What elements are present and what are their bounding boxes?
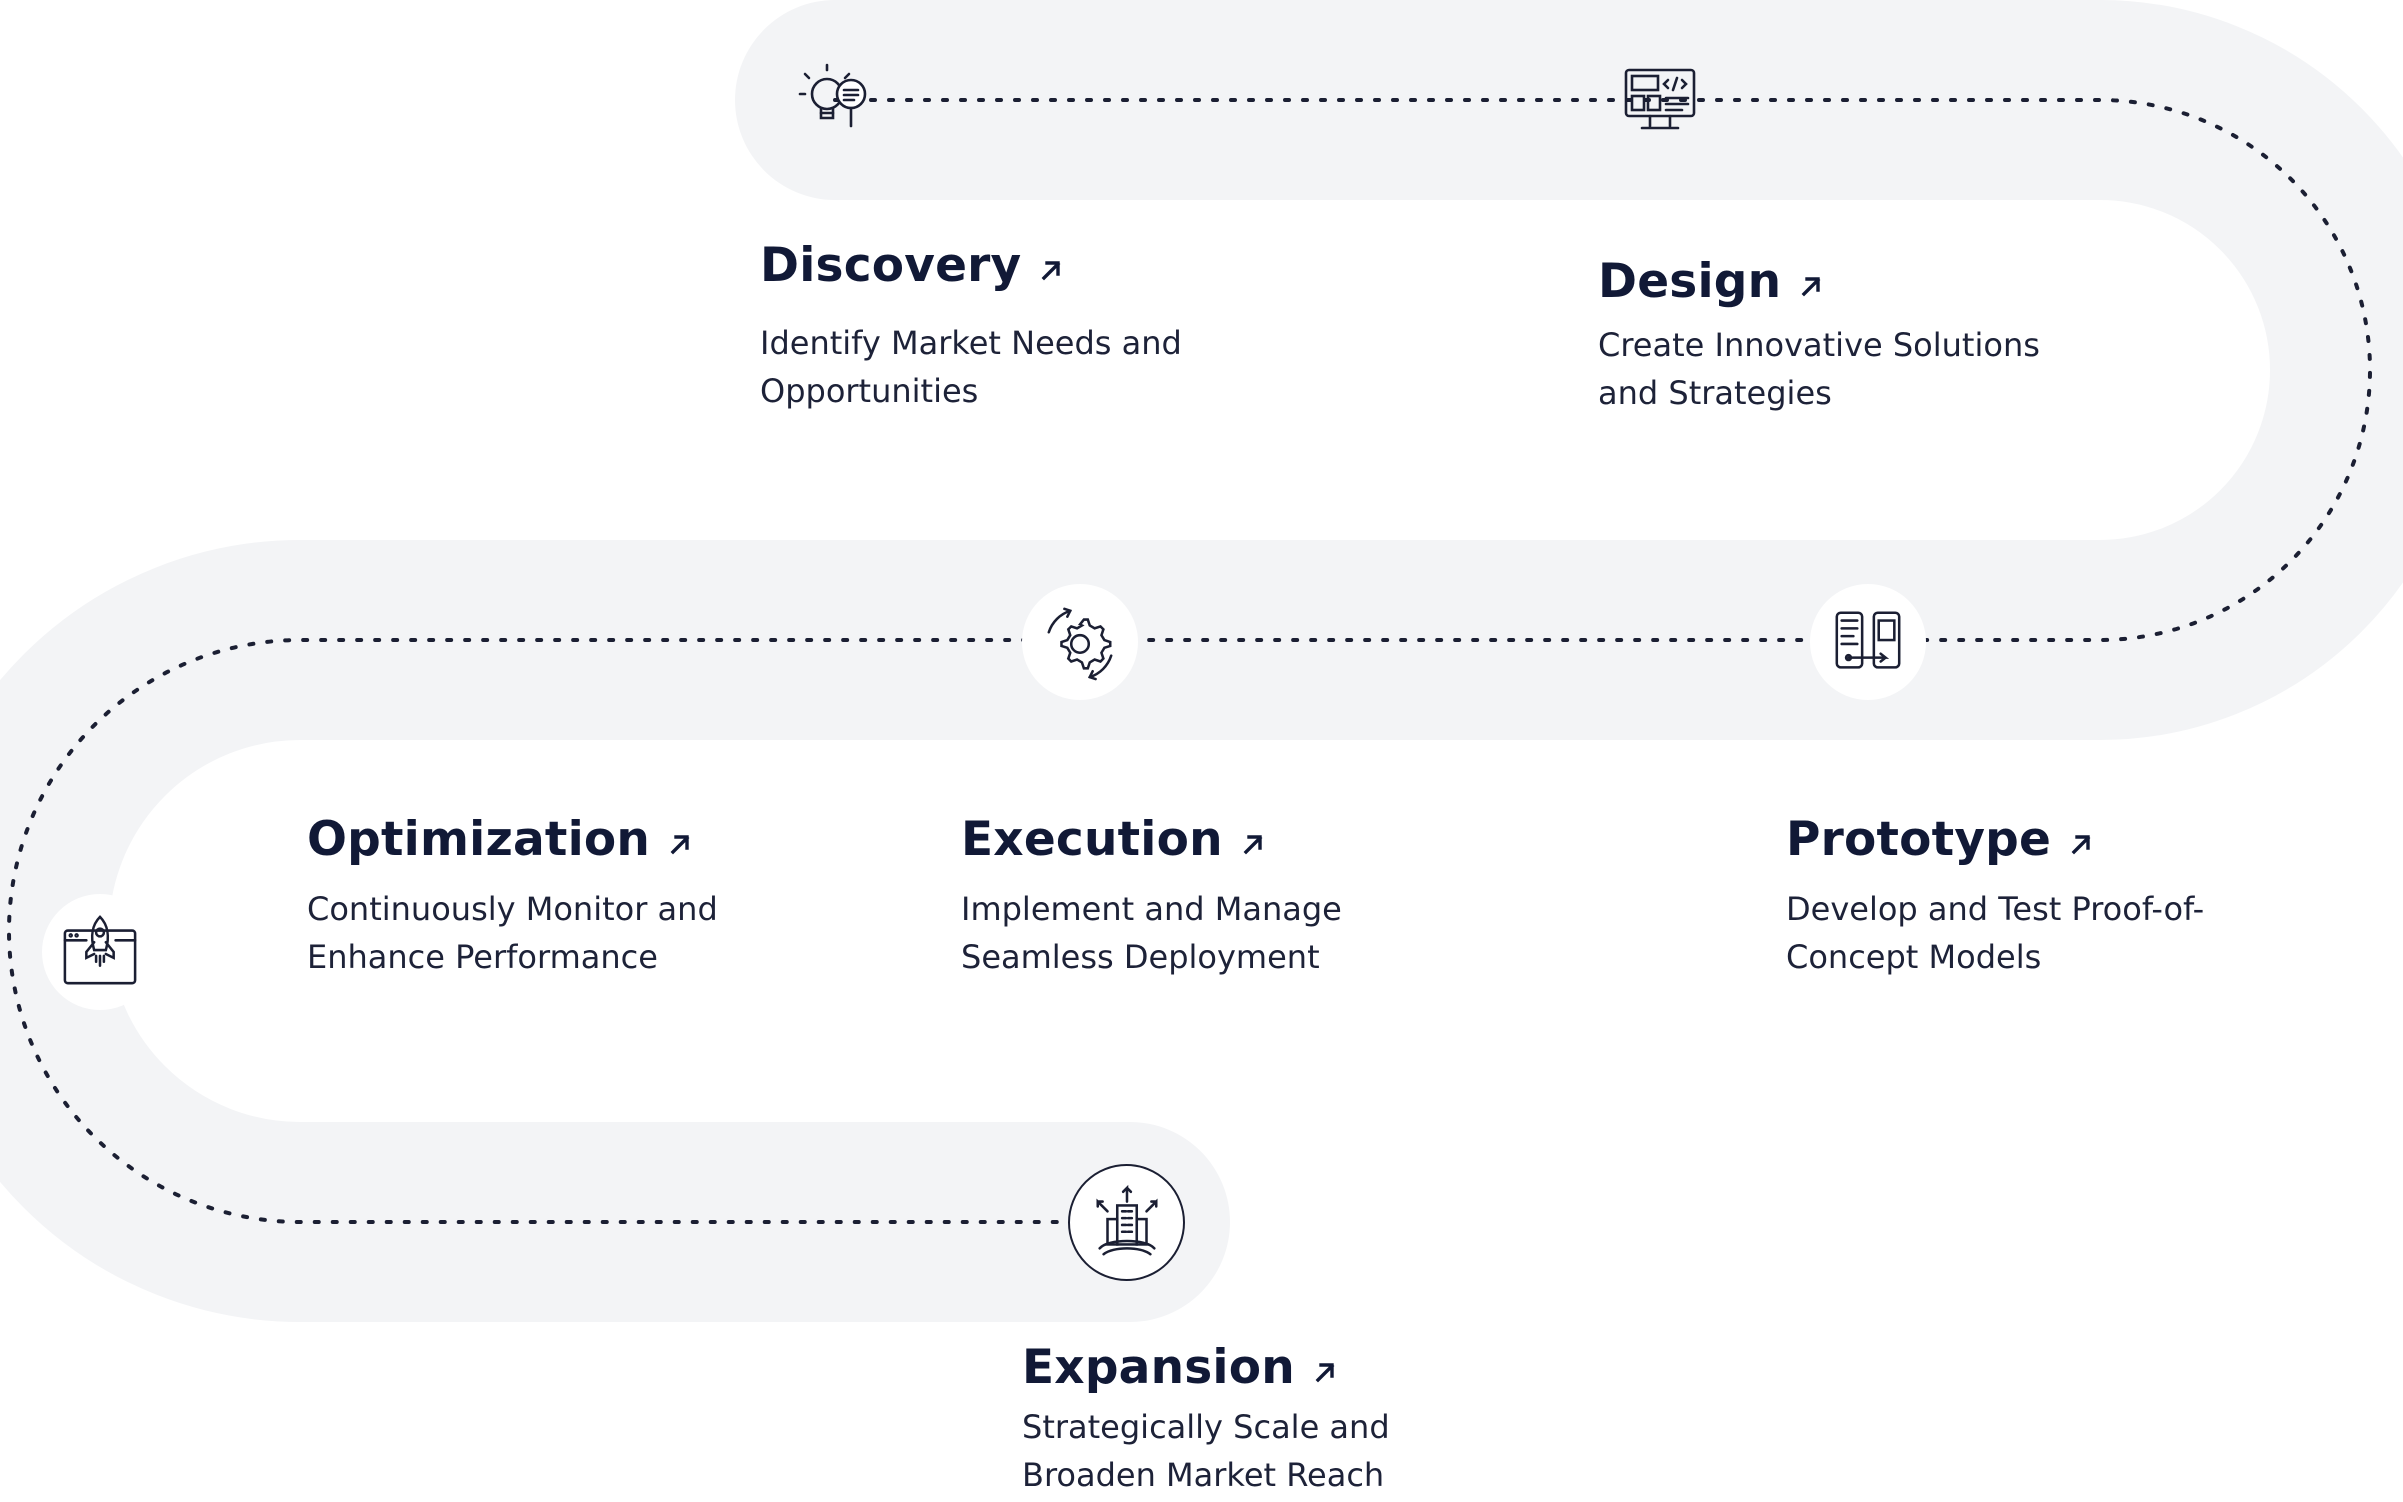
dotted-route <box>7 98 2372 1224</box>
building-globe-icon <box>1095 1184 1158 1255</box>
stage-title-text: Optimization <box>307 812 651 867</box>
description-line: Seamless Deployment <box>961 938 1320 976</box>
arrow-up-right-icon <box>1315 1362 1335 1382</box>
stage-description: Continuously Monitor and Enhance Perform… <box>307 885 718 981</box>
stage-title[interactable]: Expansion <box>1022 1340 1390 1395</box>
arrow-up-right-icon <box>670 834 690 854</box>
optimization-node <box>42 894 158 1010</box>
arrow-up-right-icon <box>2071 834 2091 854</box>
description-line: Enhance Performance <box>307 938 658 976</box>
stage-description: Implement and Manage Seamless Deployment <box>961 885 1342 981</box>
stage-title-text: Design <box>1598 254 1782 309</box>
stage-expansion: Expansion Strategically Scale and Broade… <box>1022 1340 1390 1499</box>
monitor-code-icon <box>1624 68 1696 130</box>
execution-node <box>1022 584 1138 700</box>
mobile-screens-icon <box>1835 611 1901 669</box>
description-line: Broaden Market Reach <box>1022 1456 1385 1494</box>
rocket-browser-icon <box>63 915 137 985</box>
stage-title[interactable]: Discovery <box>760 238 1182 293</box>
stage-title[interactable]: Optimization <box>307 812 718 867</box>
description-line: Continuously Monitor and <box>307 890 718 928</box>
description-line: Opportunities <box>760 372 979 410</box>
arrow-up-right-icon <box>1243 834 1263 854</box>
description-line: Concept Models <box>1786 938 2042 976</box>
stage-title-text: Prototype <box>1786 812 2052 867</box>
prototype-node <box>1810 584 1926 700</box>
arrow-up-right-icon <box>1041 260 1061 280</box>
lightbulb-magnifier-icon <box>798 63 867 128</box>
stage-description: Develop and Test Proof-of- Concept Model… <box>1786 885 2204 981</box>
stage-description: Identify Market Needs and Opportunities <box>760 319 1182 415</box>
description-line: Implement and Manage <box>961 890 1342 928</box>
stage-title[interactable]: Prototype <box>1786 812 2204 867</box>
stage-title-text: Execution <box>961 812 1223 867</box>
description-line: Strategically Scale and <box>1022 1408 1390 1446</box>
design-node <box>1608 48 1712 152</box>
stage-title[interactable]: Design <box>1598 254 2040 309</box>
stage-title-text: Discovery <box>760 238 1022 293</box>
stage-optimization: Optimization Continuously Monitor and En… <box>307 812 718 981</box>
stage-discovery: Discovery Identify Market Needs and Oppo… <box>760 238 1182 415</box>
description-line: Develop and Test Proof-of- <box>1786 890 2205 928</box>
stage-title[interactable]: Execution <box>961 812 1342 867</box>
gear-refresh-icon <box>1047 607 1113 681</box>
stage-title-text: Expansion <box>1022 1340 1295 1395</box>
description-line: Create Innovative Solutions <box>1598 326 2040 364</box>
stage-description: Strategically Scale and Broaden Market R… <box>1022 1403 1390 1499</box>
description-line: Identify Market Needs and <box>760 324 1182 362</box>
expansion-node <box>1068 1164 1185 1281</box>
stage-description: Create Innovative Solutions and Strategi… <box>1598 321 2040 417</box>
stage-design: Design Create Innovative Solutions and S… <box>1598 254 2040 417</box>
discovery-node <box>785 48 889 152</box>
stage-execution: Execution Implement and Manage Seamless … <box>961 812 1342 981</box>
stage-prototype: Prototype Develop and Test Proof-of- Con… <box>1786 812 2204 981</box>
arrow-up-right-icon <box>1801 276 1821 296</box>
description-line: and Strategies <box>1598 374 1832 412</box>
